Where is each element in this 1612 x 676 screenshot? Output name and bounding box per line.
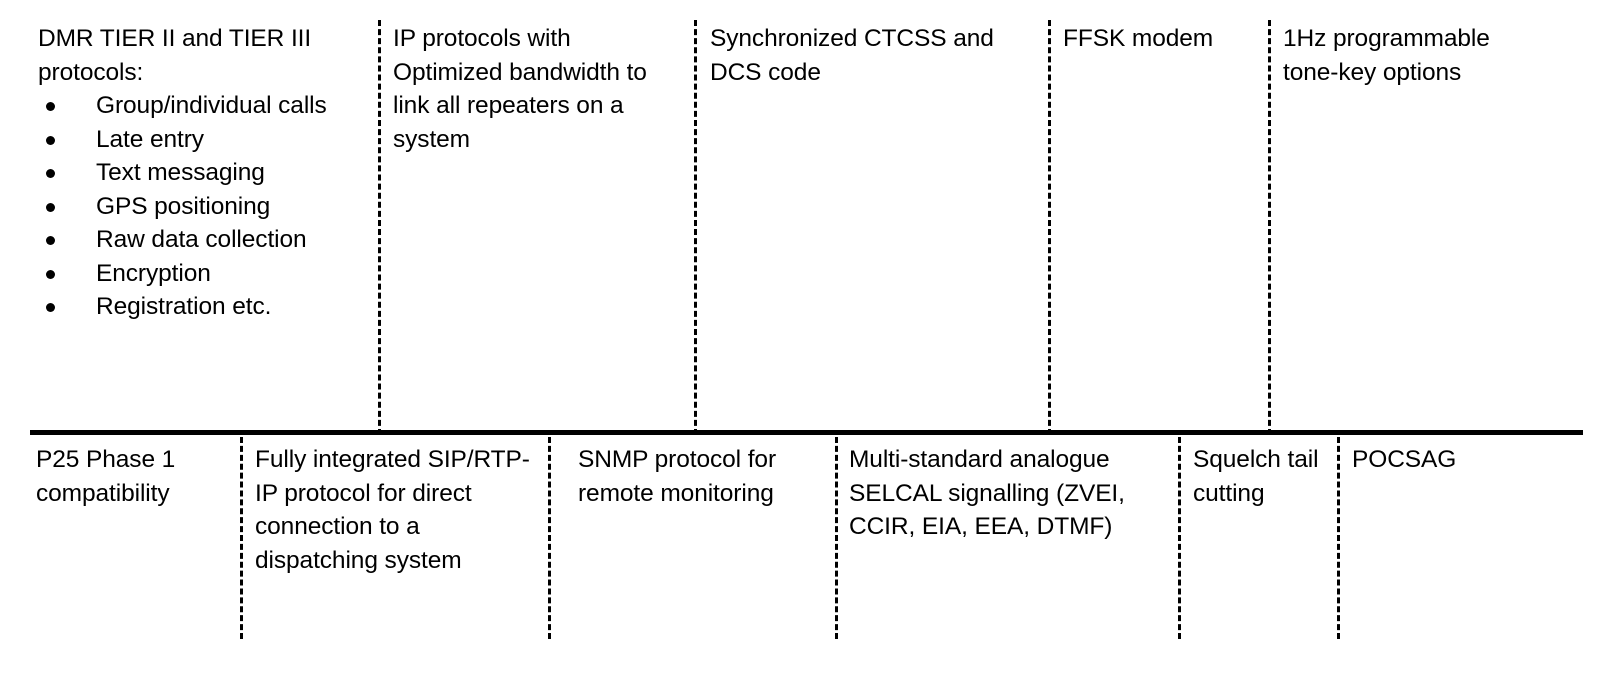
list-item: Group/individual calls [38,89,368,123]
top-divider-1 [378,20,381,435]
bottom-cell-sip-rtp: Fully integrated SIP/RTP-IP protocol for… [255,443,535,577]
top-divider-3 [1048,20,1051,435]
bottom-divider-3 [835,437,838,639]
top-cell-ctcss-dcs: Synchronized CTCSS and DCS code [710,22,1010,89]
list-item: Late entry [38,123,368,157]
top-cell-tone-key-text: 1Hz programmable tone-key options [1283,25,1490,86]
list-item: Text messaging [38,156,368,190]
bottom-cell-p25-text: P25 Phase 1 compatibility [36,446,176,507]
top-divider-2 [694,20,697,435]
top-cell-ffsk-modem-text: FFSK modem [1063,25,1214,52]
list-item: Encryption [38,257,368,291]
top-divider-4 [1268,20,1271,435]
bottom-divider-1 [240,437,243,639]
bottom-cell-selcal-text: Multi-standard analogue SELCAL signallin… [849,446,1125,540]
dmr-feature-list: Group/individual calls Late entry Text m… [38,89,368,324]
list-item: Raw data collection [38,223,368,257]
bottom-cell-pocsag: POCSAG [1352,443,1552,477]
top-cell-tone-key: 1Hz programmable tone-key options [1283,22,1533,89]
bottom-cell-selcal: Multi-standard analogue SELCAL signallin… [849,443,1149,544]
bottom-cell-snmp-text: SNMP protocol for remote monitoring [578,446,777,507]
top-cell-dmr-protocols: DMR TIER II and TIER III protocols: Grou… [38,22,368,324]
row-separator-rule [30,430,1583,435]
bottom-divider-5 [1337,437,1340,639]
top-cell-dmr-heading: DMR TIER II and TIER III protocols: [38,25,312,86]
list-item: GPS positioning [38,190,368,224]
bottom-cell-p25: P25 Phase 1 compatibility [36,443,236,510]
bottom-divider-2 [548,437,551,639]
top-cell-ffsk-modem: FFSK modem [1063,22,1253,56]
bottom-cell-squelch: Squelch tail cutting [1193,443,1333,510]
top-cell-ip-protocols-text: IP protocols with Optimized bandwidth to… [393,25,647,153]
bottom-divider-4 [1178,437,1181,639]
bottom-cell-sip-rtp-text: Fully integrated SIP/RTP-IP protocol for… [255,446,530,574]
bottom-cell-squelch-text: Squelch tail cutting [1193,446,1319,507]
bottom-cell-pocsag-text: POCSAG [1352,446,1457,473]
list-item: Registration etc. [38,290,368,324]
top-cell-ctcss-dcs-text: Synchronized CTCSS and DCS code [710,25,994,86]
top-cell-ip-protocols: IP protocols with Optimized bandwidth to… [393,22,678,156]
bottom-cell-snmp: SNMP protocol for remote monitoring [578,443,828,510]
